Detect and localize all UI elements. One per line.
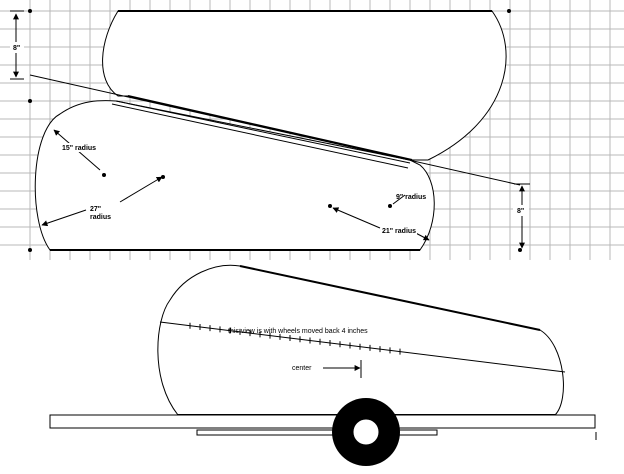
seam-line-3: [111, 103, 409, 169]
corner-dot: [28, 99, 32, 103]
trailer-side-view: this view is with wheels moved back 4 in…: [49, 264, 597, 466]
wheel-hub: [352, 418, 380, 446]
dimension-label-bg: [513, 205, 529, 216]
radius-9-arrow: [392, 194, 406, 205]
radius-center-dot: [328, 204, 332, 208]
top-height-label: 8": [13, 45, 20, 52]
trailer-roof-line: [239, 265, 541, 331]
upper-shell-outline: [102, 10, 507, 161]
radius-27-label: 27" radius: [90, 206, 111, 221]
trailer-body-outline: [157, 264, 564, 416]
radius-9-label: 9" radius: [396, 194, 426, 201]
corner-dot: [507, 9, 511, 13]
seam-line-1: [127, 95, 413, 161]
right-height-label: 8": [517, 208, 524, 215]
trailer-split-line: [159, 321, 566, 373]
seam-line-2: [115, 100, 411, 164]
center-tick-row: [189, 322, 401, 355]
trailer-frame: [49, 414, 596, 429]
radius-center-dot: [102, 173, 106, 177]
corner-dot: [28, 9, 32, 13]
dimension-label-bg: [10, 42, 24, 53]
corner-dot: [518, 248, 522, 252]
corner-dot: [28, 248, 32, 252]
label-bg: [60, 143, 98, 152]
center-label: center: [292, 365, 312, 372]
wheels-note: this view is with wheels moved back 4 in…: [228, 328, 368, 335]
radius-21-label: 21" radius: [382, 228, 416, 235]
radius-27-arrow-a: [119, 176, 163, 203]
radius-15-label: 15" radius: [62, 145, 96, 152]
label-bg: [381, 226, 417, 235]
cut-line: [29, 74, 521, 186]
radius-27-arrow-b: [41, 209, 87, 227]
radius-center-dot: [388, 204, 392, 208]
radius-21-arrow: [332, 207, 381, 229]
axle-bar: [196, 429, 438, 436]
